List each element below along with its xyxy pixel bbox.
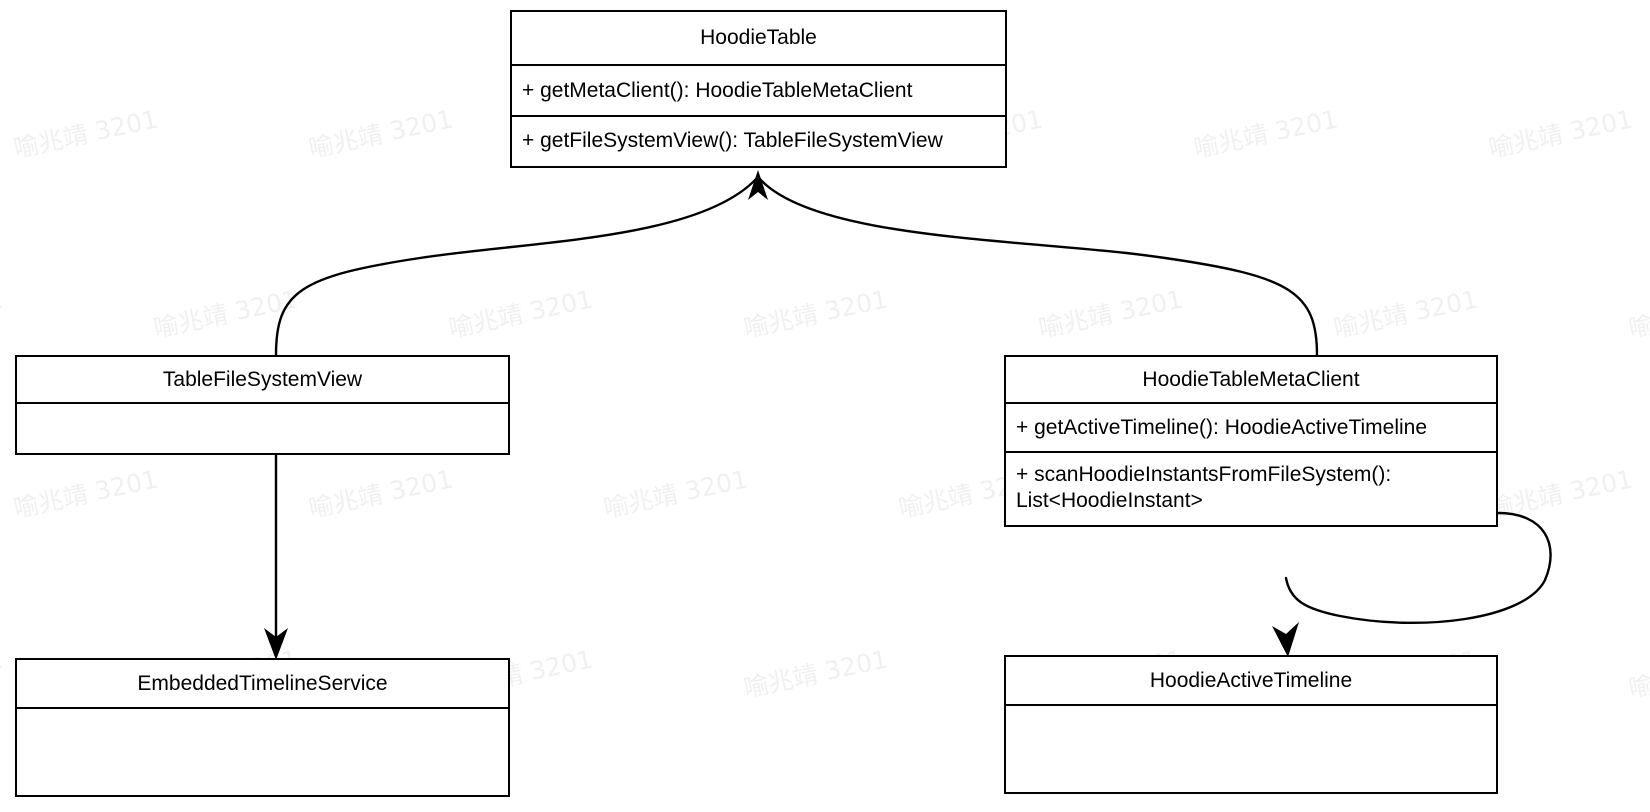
watermark-text: 喻兆靖 3201 [446, 284, 596, 344]
arrowhead-into-embedded-timeline-service [264, 628, 288, 660]
watermark-text: 喻兆靖 3201 [0, 284, 6, 343]
class-box-hoodie-table-meta-client[interactable]: HoodieTableMetaClient + getActiveTimelin… [1004, 355, 1498, 527]
class-members-table-file-system-view [17, 404, 508, 453]
class-name-hoodie-active-timeline: HoodieActiveTimeline [1006, 657, 1496, 706]
class-name-hoodie-table: HoodieTable [512, 12, 1005, 66]
watermark-text: 喻兆靖 3201 [1626, 284, 1650, 344]
watermark-text: 喻兆靖 3201 [1036, 284, 1186, 344]
class-members-hoodie-table: + getMetaClient(): HoodieTableMetaClient… [512, 66, 1005, 164]
watermark-text: 喻兆靖 3201 [741, 284, 891, 344]
watermark-text: 喻兆靖 3201 [1486, 464, 1636, 524]
watermark-text: 喻兆靖 3201 [1486, 104, 1636, 164]
watermark-text: 喻兆靖 3201 [11, 464, 161, 524]
arrowhead-into-hoodie-active-timeline [1272, 622, 1299, 657]
watermark-text: 喻兆靖 3201 [0, 644, 6, 703]
watermark-text: 喻兆靖 3201 [601, 464, 751, 524]
watermark-text: 喻兆靖 3201 [1331, 284, 1481, 344]
class-member: + getMetaClient(): HoodieTableMetaClient [522, 78, 913, 102]
watermark-text: 喻兆靖 3201 [11, 104, 161, 164]
class-box-table-file-system-view[interactable]: TableFileSystemView [15, 355, 510, 455]
class-member: + scanHoodieInstantsFromFileSystem(): Li… [1006, 451, 1496, 523]
watermark-text: 喻兆靖 3201 [306, 104, 456, 164]
class-member: + getActiveTimeline(): HoodieActiveTimel… [1016, 415, 1428, 439]
watermark-text: 喻兆靖 3201 [741, 644, 891, 704]
watermark-text: 喻兆靖 3201 [1626, 644, 1650, 704]
class-box-hoodie-active-timeline[interactable]: HoodieActiveTimeline [1004, 655, 1498, 794]
edge-tablefilesystemview-to-hoodietable [274, 176, 759, 357]
class-members-hoodie-active-timeline [1006, 706, 1496, 792]
class-box-embedded-timeline-service[interactable]: EmbeddedTimelineService [15, 658, 510, 797]
watermark-text: 喻兆靖 3201 [306, 464, 456, 524]
watermark-text: 喻兆靖 3201 [1191, 104, 1341, 164]
class-name-embedded-timeline-service: EmbeddedTimelineService [17, 660, 508, 709]
class-members-embedded-timeline-service [17, 709, 508, 795]
class-box-hoodie-table[interactable]: HoodieTable + getMetaClient(): HoodieTab… [510, 10, 1007, 168]
arrowhead-into-hoodie-table [748, 170, 768, 200]
class-name-hoodie-table-meta-client: HoodieTableMetaClient [1006, 357, 1496, 404]
edge-metaclient-to-hoodietable [757, 176, 1319, 357]
class-name-table-file-system-view: TableFileSystemView [17, 357, 508, 404]
class-members-hoodie-table-meta-client: + getActiveTimeline(): HoodieActiveTimel… [1006, 404, 1496, 523]
watermark-text: 喻兆靖 3201 [151, 284, 301, 344]
edge-metaclient-to-hoodieactivetimeline [1284, 511, 1552, 624]
class-member: + getFileSystemView(): TableFileSystemVi… [512, 115, 1005, 164]
